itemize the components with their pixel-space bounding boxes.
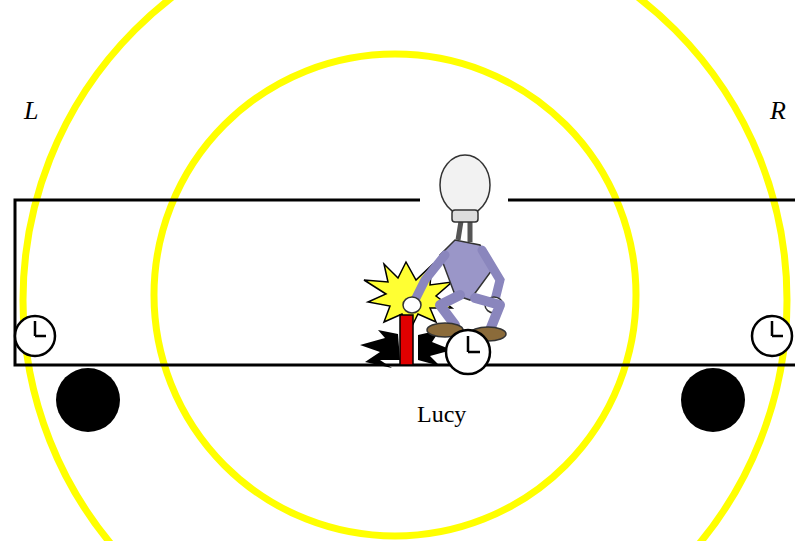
- car-roof-right: [508, 199, 795, 202]
- lucy-figure: [403, 155, 506, 341]
- firecracker-stick: [400, 315, 413, 365]
- glove: [403, 297, 421, 313]
- inner-wavefront: [154, 54, 636, 536]
- bulb-base: [452, 210, 478, 222]
- wheel: [56, 368, 120, 432]
- train-car: [15, 200, 795, 365]
- right-arm: [482, 250, 500, 300]
- clock-hands: [772, 321, 783, 336]
- clock: [752, 316, 792, 356]
- left-arm: [415, 255, 445, 300]
- clocks: [15, 316, 792, 374]
- clock-hands: [468, 336, 480, 352]
- clock-hands: [35, 321, 46, 336]
- bulb-head: [440, 155, 490, 215]
- light-wavefronts: [23, 0, 787, 541]
- clock: [15, 316, 55, 356]
- blast-spikes: [360, 330, 400, 368]
- wheel: [681, 368, 745, 432]
- firecracker: [360, 262, 452, 368]
- end-label: L: [24, 98, 38, 124]
- end-label: R: [770, 98, 786, 124]
- outer-wavefront: [23, 0, 787, 541]
- car-left-body: [15, 200, 795, 365]
- observer-name: Lucy: [417, 402, 466, 426]
- clock: [446, 330, 490, 374]
